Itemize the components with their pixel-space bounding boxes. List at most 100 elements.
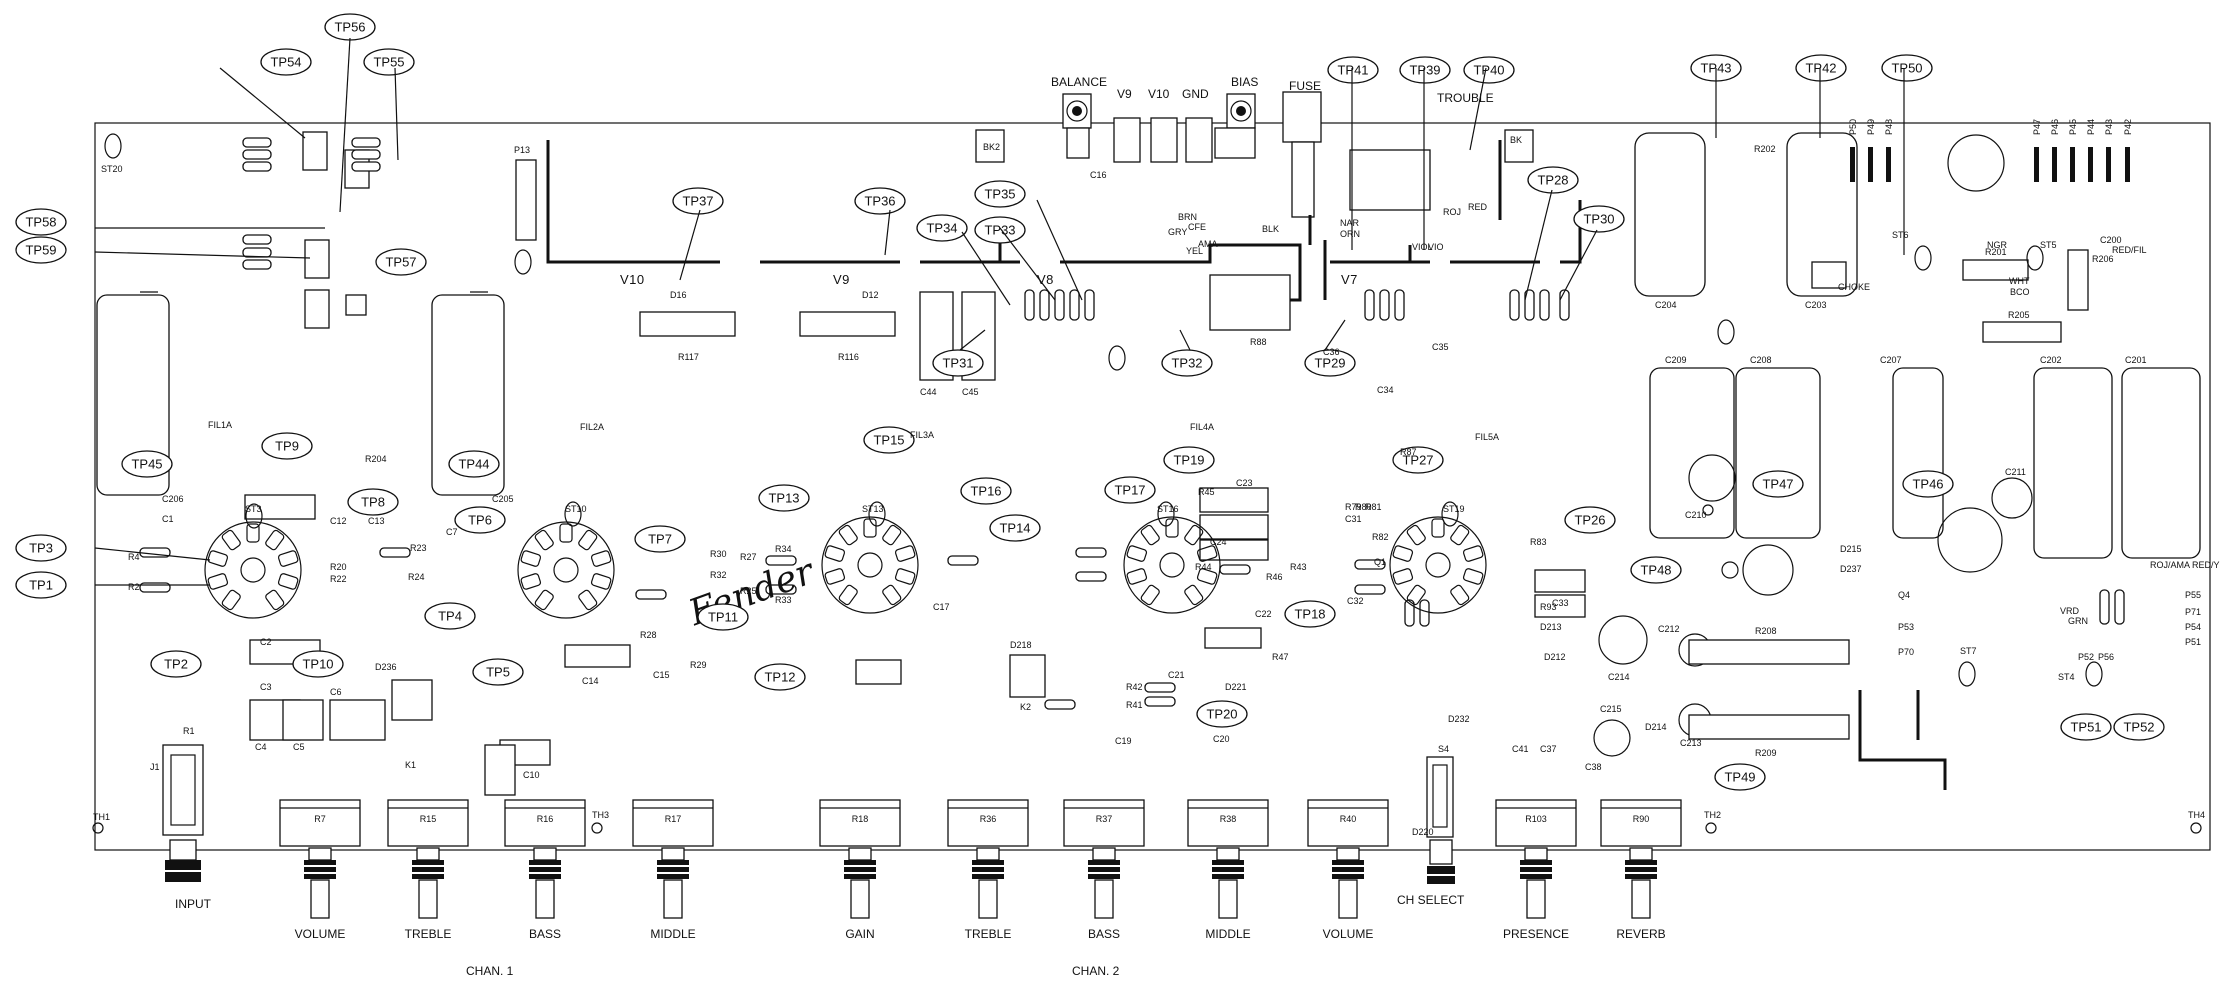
pot-ref: R37 <box>1096 814 1113 824</box>
comp-label: Q4 <box>1898 590 1910 600</box>
input-jack <box>162 744 204 882</box>
comp-label: P70 <box>1898 647 1914 657</box>
comp-label: ST6 <box>1892 230 1909 240</box>
trouble-label: TROUBLE <box>1437 91 1494 105</box>
comp-label: C212 <box>1658 624 1680 634</box>
comp-label: ST7 <box>1960 646 1977 656</box>
svg-text:TP1: TP1 <box>29 578 53 593</box>
comp-label: C32 <box>1347 596 1364 606</box>
test-point-tp52: TP52 <box>2113 713 2165 741</box>
comp-label: P56 <box>2098 652 2114 662</box>
misc-label: CFE <box>1188 222 1206 232</box>
comp-label: C20 <box>1213 734 1230 744</box>
svg-text:TP56: TP56 <box>334 20 365 35</box>
svg-text:P45: P45 <box>2068 119 2078 135</box>
balance-label: BALANCE <box>1051 75 1107 89</box>
comp-label: TH3 <box>592 810 609 820</box>
svg-text:TP15: TP15 <box>873 433 904 448</box>
svg-text:TP45: TP45 <box>131 457 162 472</box>
svg-text:P44: P44 <box>2086 119 2096 135</box>
test-point-tp42: TP42 <box>1795 54 1847 82</box>
svg-text:TP46: TP46 <box>1912 477 1943 492</box>
comp-label: D12 <box>862 290 879 300</box>
test-point-tp15: TP15 <box>863 426 915 454</box>
comp-label: R1 <box>183 726 195 736</box>
tube-socket-4 <box>1123 516 1221 614</box>
comp-label: C213 <box>1680 738 1702 748</box>
chan2-label: CHAN. 2 <box>1072 964 1120 978</box>
pot-label: REVERB <box>1616 927 1665 941</box>
comp-label: R32 <box>710 570 727 580</box>
comp-label: C35 <box>1432 342 1449 352</box>
comp-label: P13 <box>514 145 530 155</box>
test-point-tp16: TP16 <box>960 477 1012 505</box>
comp-label: C204 <box>1655 300 1677 310</box>
comp-label: R23 <box>410 543 427 553</box>
leader-lines <box>94 37 1905 586</box>
comp-label: TH4 <box>2188 810 2205 820</box>
pin-header-p49: P49 <box>1866 119 1876 182</box>
test-point-tp19: TP19 <box>1163 446 1215 474</box>
comp-label: D16 <box>670 290 687 300</box>
svg-text:TP44: TP44 <box>458 457 489 472</box>
text-labels: BALANCE V9 V10 GND BIAS FUSE TROUBLE V10… <box>93 75 2220 978</box>
pot-ref: R7 <box>314 814 326 824</box>
misc-label: CHOKE <box>1838 282 1870 292</box>
pot-ref: R40 <box>1340 814 1357 824</box>
misc-label: VIOL <box>1412 242 1433 252</box>
test-point-tp17: TP17 <box>1104 476 1156 504</box>
comp-label: FIL2A <box>580 422 604 432</box>
comp-label: C201 <box>2125 355 2147 365</box>
comp-label: ST20 <box>101 164 123 174</box>
misc-label: ROJ/AMA RED/YEL <box>2150 560 2220 570</box>
test-point-tp39: TP39 <box>1399 56 1451 84</box>
comp-label: D213 <box>1540 622 1562 632</box>
svg-text:TP52: TP52 <box>2123 720 2154 735</box>
misc-label: VIO <box>1428 242 1444 252</box>
comp-label: D236 <box>375 662 397 672</box>
misc-label: ROJ <box>1443 207 1461 217</box>
comp-label: P51 <box>2185 637 2201 647</box>
test-point-tp31: TP31 <box>932 349 984 377</box>
pot-label: MIDDLE <box>1205 927 1250 941</box>
comp-label: R25 <box>740 586 757 596</box>
svg-text:TP42: TP42 <box>1805 61 1836 76</box>
comp-label: C37 <box>1540 744 1557 754</box>
test-point-tp50: TP50 <box>1881 54 1933 82</box>
comp-label: R43 <box>1290 562 1307 572</box>
comp-label: R116 <box>838 352 859 362</box>
test-point-tp56: TP56 <box>324 13 376 41</box>
comp-label: R42 <box>1126 682 1143 692</box>
svg-text:TP49: TP49 <box>1724 770 1755 785</box>
svg-text:P47: P47 <box>2032 119 2042 135</box>
svg-text:P42: P42 <box>2123 119 2133 135</box>
tube-socket-1 <box>204 521 302 619</box>
test-point-tp10: TP10 <box>292 650 344 678</box>
comp-label: TH1 <box>93 812 110 822</box>
test-point-tp27: TP27 <box>1392 446 1444 474</box>
pot-label: GAIN <box>845 927 874 941</box>
svg-text:TP40: TP40 <box>1473 63 1504 78</box>
tube-socket-5 <box>1389 516 1487 614</box>
test-point-tp49: TP49 <box>1714 763 1766 791</box>
comp-label: P55 <box>2185 590 2201 600</box>
comp-label: C211 <box>2005 467 2026 477</box>
svg-text:TP8: TP8 <box>361 495 385 510</box>
comp-label: C15 <box>653 670 670 680</box>
misc-label: WHT <box>2009 276 2030 286</box>
pot-label: VOLUME <box>295 927 346 941</box>
svg-text:TP35: TP35 <box>984 187 1015 202</box>
comp-label: C22 <box>1255 609 1272 619</box>
svg-text:TP2: TP2 <box>164 657 188 672</box>
